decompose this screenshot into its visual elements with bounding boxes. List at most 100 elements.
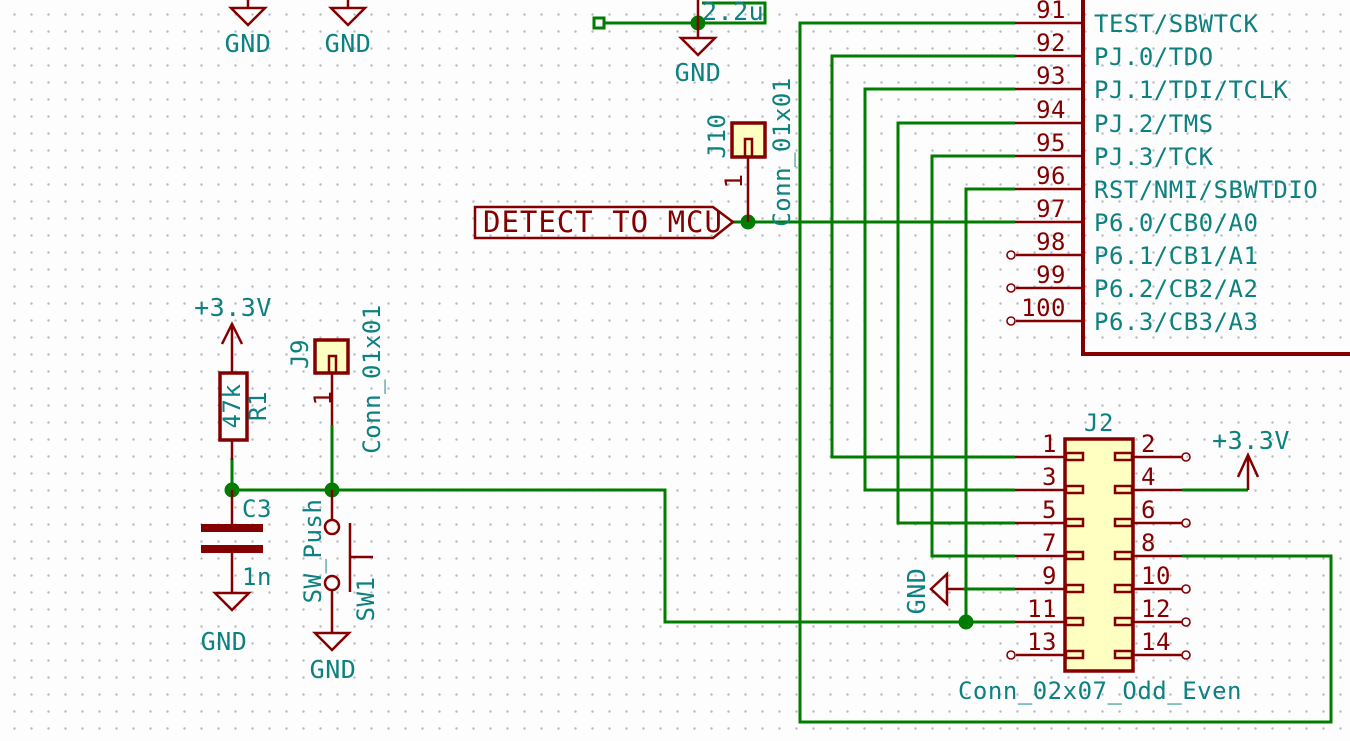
j2-body	[1063, 437, 1135, 673]
mcu-pin-name: PJ.2/TMS	[1094, 110, 1214, 138]
c3-ref: C3	[242, 495, 272, 523]
unconnected-pin-circle	[1181, 617, 1191, 627]
mcu-pin-number: 94	[1036, 96, 1066, 124]
c3-plate	[201, 545, 263, 553]
connector-j10[interactable]: J10 1 Conn_01x01	[703, 77, 796, 227]
j2-pin-number: 4	[1141, 463, 1156, 491]
mcu-pin-name: PJ.1/TDI/TCLK	[1094, 76, 1288, 104]
r1-body	[218, 371, 249, 442]
wire[interactable]	[830, 54, 1015, 459]
wire-end-square[interactable]	[592, 16, 606, 30]
mcu-pin-name: P6.1/CB1/A1	[1094, 242, 1258, 270]
j2-pin-number: 7	[1042, 529, 1057, 557]
j2-pin-notch	[1064, 649, 1085, 660]
j2-pin-number: 5	[1042, 496, 1057, 524]
mcu-pin-name: P6.0/CB0/A0	[1094, 209, 1258, 237]
j2-pin-number: 10	[1141, 562, 1171, 590]
sw1-value: SW_Push	[299, 499, 327, 604]
j2-pin-notch	[1113, 517, 1134, 528]
j2-pin-number: 14	[1141, 628, 1171, 656]
power-gnd-topleft-1[interactable]: GND	[225, 0, 272, 58]
j2-pin-number: 8	[1141, 529, 1156, 557]
power-gnd-topleft-2[interactable]: GND	[325, 0, 372, 58]
global-label-outline	[473, 205, 736, 240]
gnd-triangle-icon	[327, 6, 369, 27]
mcu-pin-number: 98	[1036, 228, 1066, 256]
r1-value: 47k	[218, 384, 246, 429]
wire[interactable]	[798, 21, 1333, 724]
j2-value: Conn_02x07_Odd_Even	[958, 677, 1242, 705]
j2-pin-notch	[1064, 451, 1085, 462]
wires	[230, 1, 1333, 724]
gnd-label: GND	[325, 29, 372, 58]
j2-pin-number: 2	[1141, 430, 1156, 458]
junction-dot[interactable]	[958, 614, 974, 630]
j2-pin-number: 11	[1027, 595, 1057, 623]
mcu-pin-name: RST/NMI/SBWTDIO	[1094, 176, 1318, 204]
power-3v3-r1[interactable]: +3.3V	[194, 293, 272, 373]
j2-pin-number: 6	[1141, 496, 1156, 524]
j2-pin-number: 9	[1042, 562, 1057, 590]
gnd-label: GND	[225, 29, 272, 58]
j2-pin-number: 13	[1027, 628, 1057, 656]
gnd-triangle-icon	[929, 571, 949, 607]
j2-pin-number: 12	[1141, 595, 1171, 623]
wire[interactable]	[232, 488, 1015, 624]
mcu-pin-name: PJ.0/TDO	[1094, 43, 1214, 71]
power-gnd-cap[interactable]: GND	[675, 0, 722, 87]
gnd-label: GND	[201, 627, 248, 656]
sw1-contact	[323, 574, 341, 592]
unconnected-pin-circle	[1006, 283, 1016, 293]
v33-label: +3.3V	[194, 293, 272, 322]
capacitor-c3[interactable]: C3 1n	[201, 490, 272, 591]
power-gnd-c3[interactable]: GND	[201, 553, 253, 656]
wire[interactable]	[896, 121, 1015, 525]
wire[interactable]	[964, 187, 1015, 622]
mcu-pin-name: P6.2/CB2/A2	[1094, 275, 1258, 303]
v33-label: +3.3V	[1212, 426, 1290, 455]
unconnected-pin-circle	[1181, 518, 1191, 528]
j2-pin-notch	[1113, 583, 1134, 594]
mcu-pin-name: TEST/SBWTCK	[1094, 10, 1258, 38]
gnd-triangle-icon	[677, 36, 719, 57]
global-label-detect-to-mcu[interactable]: DETECT_TO_MCU	[473, 205, 736, 240]
c3-plate	[201, 524, 263, 532]
unconnected-pin-circle	[1006, 250, 1016, 260]
wire[interactable]	[930, 154, 1015, 558]
power-gnd-sw1[interactable]: GND	[310, 590, 357, 684]
switch-sw1[interactable]: SW_Push SW1	[299, 490, 380, 621]
unconnected-pin-circle	[1181, 584, 1191, 594]
j2-pin-notch	[1064, 550, 1085, 561]
mcu-pin-number: 99	[1036, 261, 1066, 289]
capacitor-top-value[interactable]: 2.2u	[702, 0, 764, 26]
sw1-contact	[323, 518, 341, 536]
unconnected-pin-circle	[1006, 650, 1016, 660]
resistor-r1[interactable]: 47k R1	[218, 371, 272, 460]
mcu-pin-number: 95	[1036, 129, 1066, 157]
gnd-triangle-icon	[211, 591, 253, 612]
j2-pin-notch	[1113, 550, 1134, 561]
j2-pin-number: 1	[1042, 430, 1057, 458]
j9-pin-number: 1	[309, 391, 337, 406]
mcu-pin-number: 96	[1036, 162, 1066, 190]
r1-ref: R1	[244, 391, 272, 421]
j10-ref: J10	[703, 114, 731, 159]
c3-value: 1n	[242, 563, 272, 591]
mcu-pin-name: P6.3/CB3/A3	[1094, 308, 1258, 336]
connector-j2[interactable]: J2 Conn_02x07_Odd_Even	[958, 409, 1242, 705]
wire[interactable]	[604, 1, 767, 25]
connector-j9[interactable]: J9 1 Conn_01x01	[286, 304, 386, 454]
gnd-label: GND	[675, 58, 722, 87]
j2-pin-notch	[1064, 616, 1085, 627]
power-3v3-j2[interactable]: +3.3V	[1212, 426, 1290, 490]
j2-pin-notch	[1064, 517, 1085, 528]
mcu-pin-name: PJ.3/TCK	[1094, 143, 1214, 171]
mcu-symbol[interactable]: 91 92 93 94 95 96 97 98 99 100 TEST/SBWT…	[1006, 0, 1350, 356]
gnd-triangle-icon	[311, 631, 353, 652]
mcu-pin-number: 97	[1036, 195, 1066, 223]
sw1-ref: SW1	[352, 577, 380, 622]
mcu-pin-number: 91	[1036, 0, 1066, 24]
power-gnd-j2[interactable]: GND	[902, 568, 963, 615]
j2-pin-notch	[1113, 451, 1134, 462]
wire[interactable]	[863, 87, 1015, 492]
